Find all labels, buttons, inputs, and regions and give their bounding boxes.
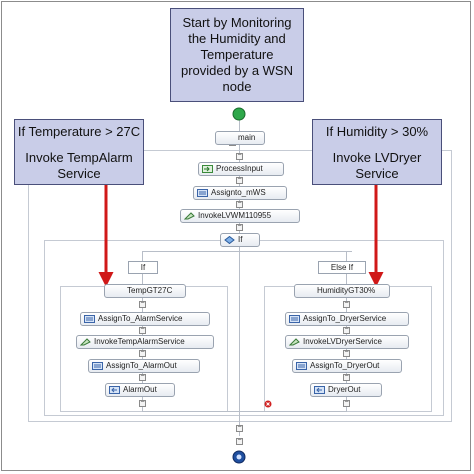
process-input-node[interactable]: ProcessInput — [198, 162, 284, 176]
if-branch-label[interactable]: If — [128, 261, 158, 274]
assign-icon — [197, 189, 208, 197]
callout-line: Service — [355, 166, 399, 181]
right-step-4[interactable]: DryerOut — [310, 383, 382, 397]
collapse-toggle[interactable]: − — [343, 349, 350, 357]
error-marker-cross — [266, 402, 270, 406]
if-label: If — [238, 235, 243, 244]
humidity-scope-label: HumidityGT30% — [317, 286, 376, 295]
collapse-toggle[interactable]: − — [343, 373, 350, 381]
if-node[interactable]: If — [220, 233, 260, 247]
main-scope-frame — [28, 150, 452, 422]
assign-icon — [289, 315, 300, 323]
right-step-3[interactable]: AssignTo_DryerOut — [292, 359, 402, 373]
collapse-toggle[interactable]: − — [236, 176, 243, 184]
invoke-icon — [184, 212, 195, 220]
collapse-toggle[interactable]: − — [343, 326, 350, 334]
invoke-lvwm-node[interactable]: InvokeLVWM110955 — [180, 209, 300, 223]
reply-icon — [109, 386, 120, 394]
diamond-icon — [224, 236, 235, 244]
assign-icon — [296, 362, 307, 370]
collapse-toggle[interactable]: − — [236, 223, 243, 231]
callout-line: If Temperature > 27C — [17, 124, 141, 139]
callout-line: If Humidity > 30% — [325, 124, 429, 139]
right-step-2[interactable]: InvokeLVDryerService — [285, 335, 409, 349]
humidity-scope-node[interactable]: HumidityGT30% — [294, 284, 390, 298]
invoke-icon — [80, 338, 91, 346]
invoke-icon — [289, 338, 300, 346]
left-step-2[interactable]: InvokeTempAlarmService — [76, 335, 214, 349]
collapse-toggle[interactable]: − — [139, 349, 146, 357]
start-callout: Start by Monitoring the Humidity and Tem… — [170, 8, 304, 102]
assign-mws-node[interactable]: Assignto_mWS — [193, 186, 287, 200]
callout-line: provided by a WSN — [181, 63, 293, 78]
collapse-toggle[interactable]: − — [139, 300, 146, 308]
end-node-inner — [236, 454, 242, 460]
collapse-toggle[interactable]: − — [139, 399, 146, 407]
merge-connector — [142, 411, 347, 412]
callout-line: Invoke TempAlarm — [25, 150, 133, 165]
collapse-toggle[interactable]: − — [236, 200, 243, 208]
reply-icon — [314, 386, 325, 394]
assign-icon — [92, 362, 103, 370]
right-step-1[interactable]: AssignTo_DryerService — [285, 312, 409, 326]
callout-line: node — [222, 79, 252, 94]
temperature-callout: If Temperature > 27C Invoke TempAlarm Se… — [14, 119, 144, 185]
left-step-3[interactable]: AssignTo_AlarmOut — [88, 359, 200, 373]
temp-scope-node[interactable]: TempGT27C — [104, 284, 186, 298]
callout-line: the Humidity and — [188, 31, 286, 46]
collapse-toggle[interactable]: − — [236, 152, 243, 160]
branch-connector — [142, 251, 352, 252]
assign-mws-label: Assignto_mWS — [211, 188, 266, 197]
collapse-toggle[interactable]: − — [343, 300, 350, 308]
temp-scope-label: TempGT27C — [127, 286, 173, 295]
collapse-toggle[interactable]: − — [236, 437, 243, 445]
receive-icon — [202, 165, 213, 173]
invoke-lvwm-label: InvokeLVWM110955 — [198, 211, 272, 220]
main-label: main — [238, 133, 256, 142]
callout-line: Temperature — [200, 47, 274, 62]
connector-line — [239, 118, 240, 436]
left-step-4[interactable]: AlarmOut — [105, 383, 175, 397]
else-if-branch-label[interactable]: Else If — [318, 261, 366, 274]
assign-icon — [84, 315, 95, 323]
collapse-toggle[interactable]: − — [236, 424, 243, 432]
callout-line: Invoke LVDryer — [332, 150, 422, 165]
collapse-toggle[interactable]: − — [343, 399, 350, 407]
left-step-1[interactable]: AssignTo_AlarmService — [80, 312, 210, 326]
humidity-callout: If Humidity > 30% Invoke LVDryer Service — [312, 119, 442, 185]
start-node — [232, 107, 246, 121]
callout-line: Service — [57, 166, 101, 181]
collapse-toggle[interactable]: − — [139, 326, 146, 334]
main-scope-node[interactable]: main — [215, 131, 265, 145]
collapse-toggle[interactable]: − — [139, 373, 146, 381]
process-input-label: ProcessInput — [216, 164, 263, 173]
callout-line: Start by Monitoring — [182, 15, 292, 30]
